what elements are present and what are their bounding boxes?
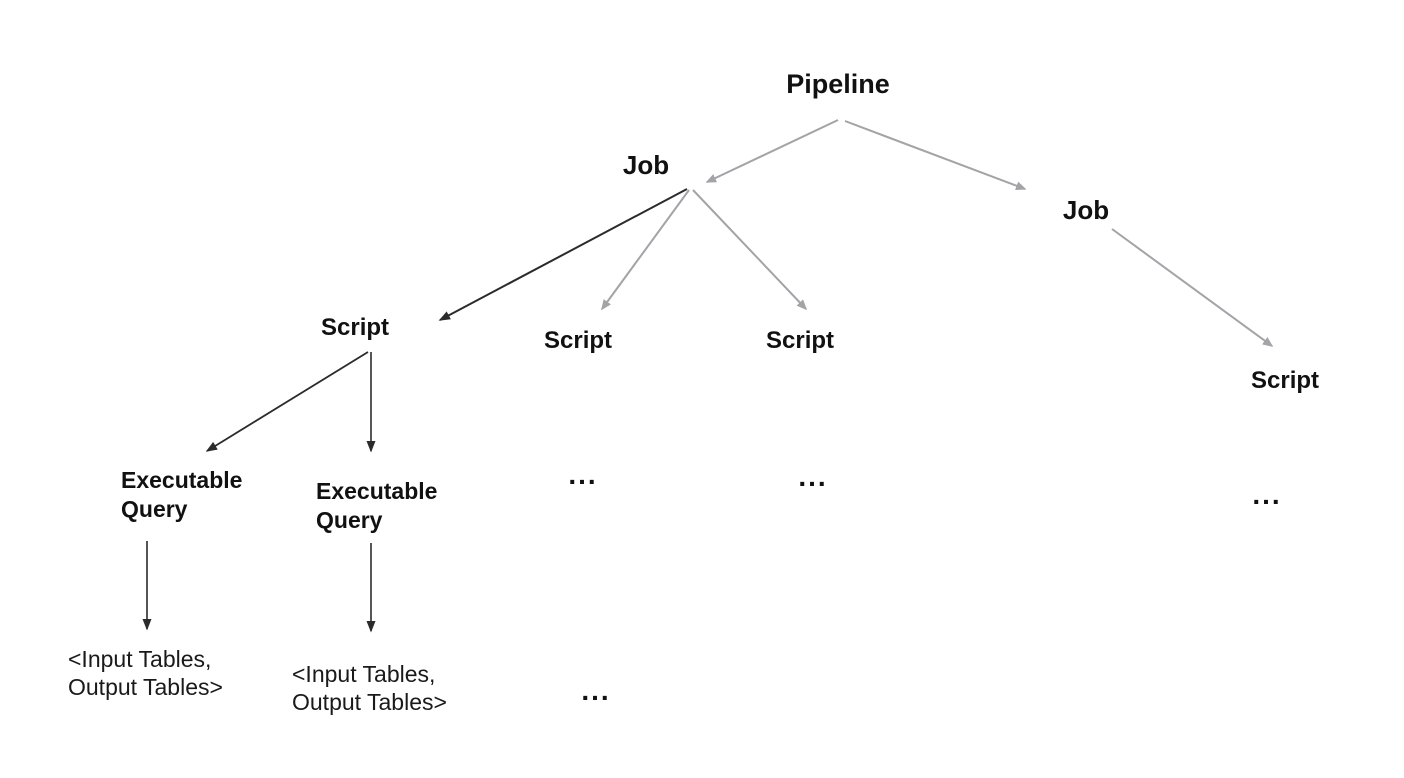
node-executable-query-1: Executable Query: [121, 467, 243, 522]
edge-job-right-to-script: [1111, 228, 1274, 347]
ellipsis-under-script-2: ...: [568, 459, 598, 490]
node-job-left: Job: [622, 150, 670, 180]
edge-job-left-to-script-1: [438, 188, 688, 321]
node-executable-query-2: Executable Query: [316, 478, 438, 533]
edge-job-left-to-script-3: [692, 189, 808, 311]
ellipsis-bottom: ...: [581, 675, 611, 706]
node-script-3: Script: [765, 327, 835, 354]
node-job-right: Job: [1062, 195, 1110, 225]
node-script-1: Script: [320, 314, 390, 341]
ellipsis-under-script-right: ...: [1252, 479, 1282, 510]
node-io-tables-2: <Input Tables, Output Tables>: [292, 661, 447, 715]
node-script-right: Script: [1250, 367, 1320, 394]
edge-script-1-to-eq-1: [205, 351, 369, 452]
edge-pipeline-to-job-left: [705, 119, 839, 183]
edge-pipeline-to-job-right: [844, 120, 1027, 191]
node-pipeline: Pipeline: [786, 69, 890, 99]
node-script-2: Script: [543, 327, 613, 354]
ellipsis-under-script-3: ...: [798, 461, 828, 492]
edge-job-left-to-script-2: [601, 189, 690, 311]
node-io-tables-1: <Input Tables, Output Tables>: [68, 646, 223, 700]
